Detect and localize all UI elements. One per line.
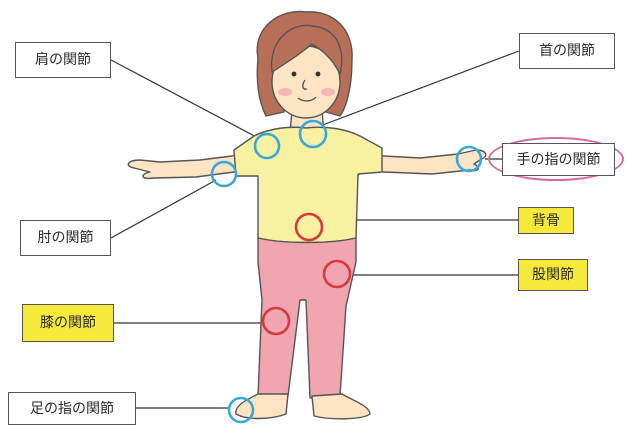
finger-joint-label: 手の指の関節 — [502, 143, 615, 176]
right-eye — [316, 72, 321, 77]
shoulder-joint-label: 肩の関節 — [15, 42, 111, 78]
right-cheek — [321, 88, 335, 96]
right-foot — [312, 394, 370, 419]
left-cheek — [278, 88, 292, 96]
left-eye — [292, 72, 297, 77]
leader-line-shoulder — [111, 60, 262, 140]
toe-joint-label: 足の指の関節 — [8, 392, 136, 425]
elbow-joint-label: 肘の関節 — [20, 220, 111, 256]
spine-label: 背骨 — [518, 207, 574, 234]
knee-joint-label: 膝の関節 — [22, 304, 114, 342]
neck-joint-label: 首の関節 — [519, 33, 615, 69]
hip-joint-label: 股関節 — [518, 259, 588, 291]
leader-line-elbow — [111, 180, 216, 238]
